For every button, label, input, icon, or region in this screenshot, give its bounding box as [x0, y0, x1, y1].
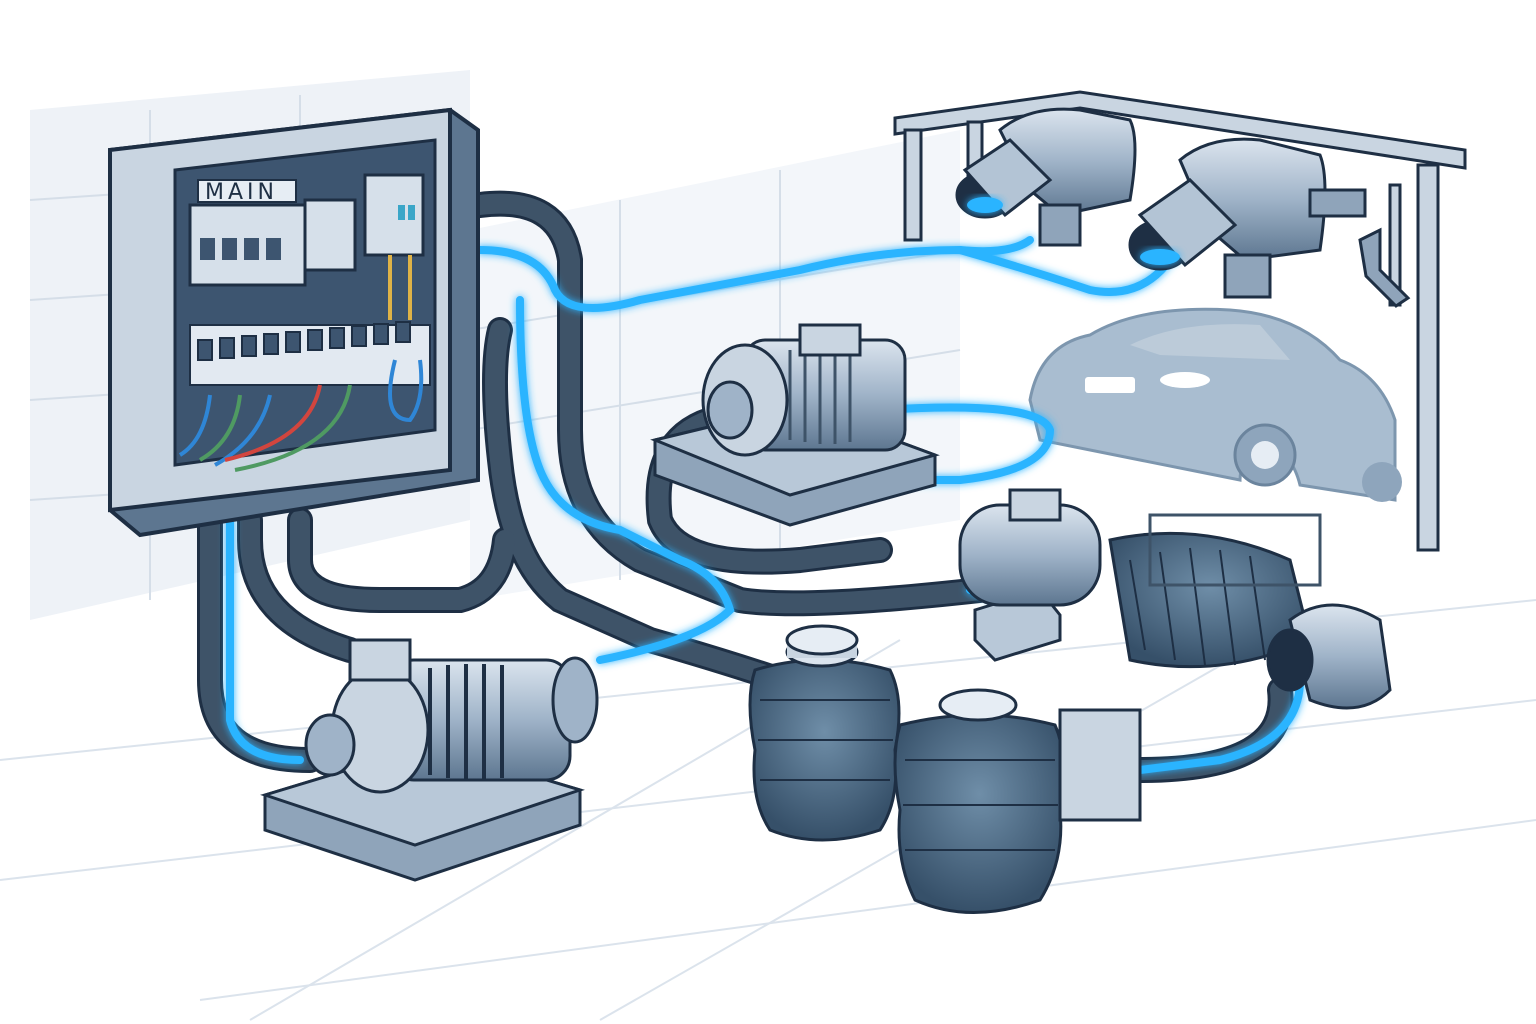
horizontal-brush-assembly: [958, 488, 1392, 710]
main-label: MAIN: [205, 180, 278, 205]
breaker-row: [189, 321, 431, 386]
vertical-brush-right: [893, 688, 1142, 914]
energy-flow-lines: [226, 236, 1304, 774]
main-breaker: MAIN: [188, 179, 307, 287]
overhead-dryer-right: [1128, 137, 1367, 299]
vertical-brush-left: [748, 624, 901, 842]
contactor: [303, 198, 357, 272]
motor-front: [260, 638, 599, 882]
wiring: [178, 255, 424, 472]
motor-center: [650, 323, 940, 527]
car-in-wash-bay: [1028, 307, 1402, 502]
overhead-dryer-left: [955, 107, 1137, 247]
electrical-panel: MAIN: [108, 107, 480, 538]
